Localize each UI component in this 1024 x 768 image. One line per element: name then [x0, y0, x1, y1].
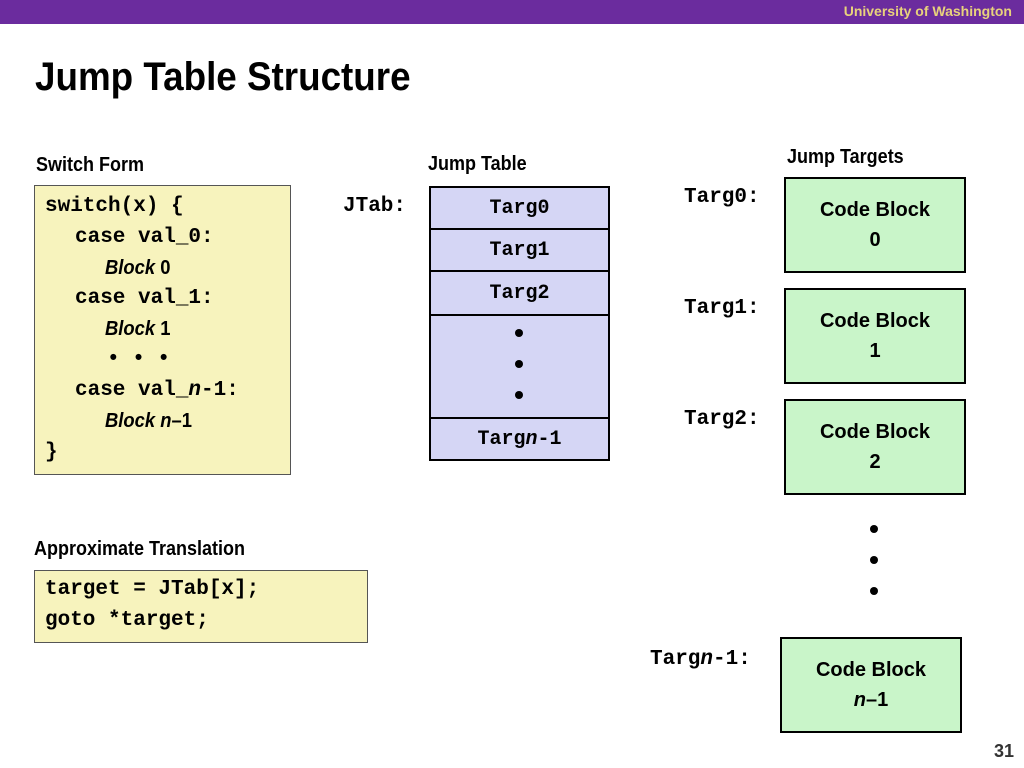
block-line: Block n–1	[105, 410, 192, 433]
code-line: goto *target;	[45, 609, 209, 632]
label-variable-n: n	[700, 648, 714, 671]
label-text: -1:	[713, 648, 751, 671]
code-block-2: Code Block 2	[784, 399, 966, 495]
cell-text: Targ	[477, 427, 526, 451]
code-block-1: Code Block 1	[784, 288, 966, 384]
target-label-0: Targ0:	[684, 186, 760, 209]
target-label-last: Targn-1:	[650, 648, 751, 671]
code-block-number: 1	[869, 340, 881, 362]
header-bar: University of Washington	[0, 0, 1024, 24]
block-line: Block 1	[105, 318, 170, 341]
cell-variable-n: n	[525, 427, 538, 451]
university-name: University of Washington	[843, 3, 1012, 19]
block-number: 0	[160, 257, 171, 279]
code-block-0: Code Block 0	[784, 177, 966, 273]
ellipsis-dot	[515, 360, 523, 368]
code-block-title: Code Block	[815, 659, 927, 681]
code-block-number: 2	[869, 451, 881, 473]
code-line: }	[45, 441, 58, 464]
jump-table-cell-2: Targ2	[429, 270, 610, 316]
code-line: case val_1:	[75, 287, 214, 310]
code-line: target = JTab[x];	[45, 578, 260, 601]
translation-label: Approximate Translation	[34, 538, 246, 560]
block-variable-n: n	[160, 410, 172, 432]
code-block-number: n–1	[854, 685, 888, 715]
page-number: 31	[993, 741, 1014, 761]
code-block-number: 0	[869, 229, 881, 251]
block-suffix: –1	[865, 689, 889, 711]
code-line: switch(x) {	[45, 195, 184, 218]
ellipsis-dot	[870, 556, 878, 564]
code-fragment: -1:	[201, 379, 239, 402]
block-number: –1	[171, 410, 192, 432]
ellipsis-dot	[870, 587, 878, 595]
switch-form-box: switch(x) { case val_0: Block 0 case val…	[34, 185, 291, 475]
slide-title: Jump Table Structure	[35, 55, 411, 99]
cell-text: -1	[537, 427, 562, 451]
label-text: Targ	[650, 648, 701, 671]
jump-table-label: Jump Table	[428, 153, 527, 175]
block-word: Block	[105, 318, 156, 340]
code-block-last: Code Block n–1	[780, 637, 962, 733]
code-variable-n: n	[188, 379, 202, 402]
jump-targets-label: Jump Targets	[787, 146, 904, 168]
target-label-2: Targ2:	[684, 408, 760, 431]
code-line: case val_n-1:	[75, 379, 239, 402]
code-block-title: Code Block	[819, 310, 931, 332]
code-block-title: Code Block	[819, 421, 931, 443]
switch-form-label: Switch Form	[36, 154, 145, 176]
ellipsis-dots: • • •	[107, 348, 171, 371]
code-fragment: case val_	[75, 379, 189, 402]
jtab-label: JTab:	[343, 195, 407, 218]
ellipsis-dot	[870, 525, 878, 533]
code-line: case val_0:	[75, 226, 214, 249]
jump-table-cell-1: Targ1	[429, 228, 610, 272]
target-label-1: Targ1:	[684, 297, 760, 320]
jump-table-cell-0: Targ0	[429, 186, 610, 230]
block-word: Block	[105, 410, 156, 432]
ellipsis-dot	[515, 329, 523, 337]
code-block-title: Code Block	[819, 199, 931, 221]
ellipsis-dot	[515, 391, 523, 399]
block-word: Block	[105, 257, 156, 279]
block-number: 1	[160, 318, 171, 340]
translation-box: target = JTab[x]; goto *target;	[34, 570, 368, 643]
block-line: Block 0	[105, 257, 170, 280]
block-variable-n: n	[853, 689, 866, 711]
